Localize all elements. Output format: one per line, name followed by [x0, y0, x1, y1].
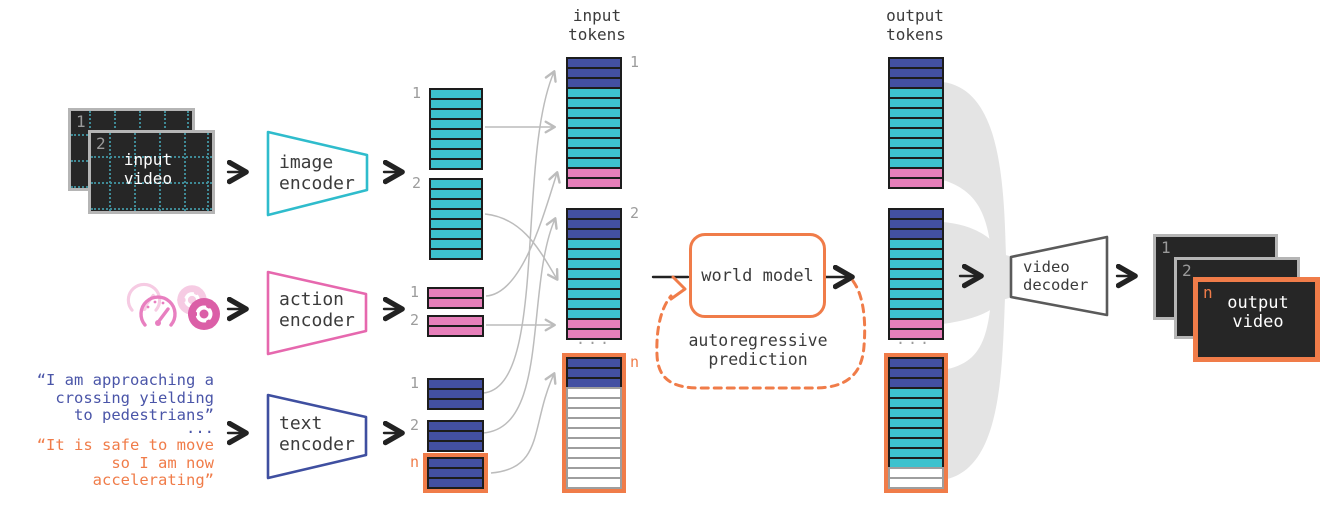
quotes-ellipsis: ...: [186, 419, 214, 437]
token-bar-white: [566, 477, 622, 489]
stack-label: 2: [412, 174, 422, 192]
input-tokens-header: input tokens: [568, 6, 626, 44]
token-stack-img1: 1: [412, 85, 483, 170]
token-stack-inn: n: [562, 353, 639, 493]
steering-wheel-icon: [188, 298, 220, 330]
speed-gauge-icon: [139, 295, 177, 327]
token-merge-ribbon: [943, 82, 1013, 480]
token-bar-cyan: [429, 158, 483, 170]
token-stack-in2: 2: [566, 205, 639, 340]
encoder-shapes: [266, 130, 1109, 480]
grid-line: [184, 133, 186, 211]
autoregressive-loop: [655, 275, 867, 390]
world-model-box: world model: [689, 233, 826, 318]
connector-arrows: [482, 70, 561, 474]
stack-label: 1: [410, 283, 420, 301]
token-bar-blue: [427, 440, 484, 452]
stack-label: 2: [410, 311, 420, 329]
text-encoder-label: text encoder: [279, 413, 355, 455]
text-prompt-1: “I am approaching a crossing yielding to…: [36, 371, 214, 424]
text-prompt-2: “It is safe to move so I am now accelera…: [36, 436, 214, 489]
token-stack-out2: [888, 208, 944, 340]
token-bar-pink: [566, 177, 622, 189]
video-decoder-label: video decoder: [1023, 258, 1089, 294]
token-bar-pink: [427, 297, 484, 309]
stack-label: 1: [410, 374, 420, 392]
stack-label: n: [410, 453, 420, 471]
token-stack-img2: 2: [412, 175, 483, 260]
stack-label: 2: [410, 416, 420, 434]
action-icons: [126, 282, 220, 330]
image-encoder-shape: [266, 130, 369, 217]
token-bar-pink: [888, 177, 944, 189]
image-encoder-label: image encoder: [279, 152, 355, 194]
frame-number: n: [1203, 283, 1213, 302]
token-stack-out1: [888, 57, 944, 189]
grid-line: [207, 133, 209, 211]
world-model-label: world model: [701, 265, 814, 286]
token-bar-cyan: [429, 248, 483, 260]
grid-line: [91, 208, 212, 210]
token-bar-pink: [888, 328, 944, 340]
input-video-frame-2: 2: [88, 130, 215, 214]
grid-line: [91, 156, 212, 158]
output-tokens-header: output tokens: [886, 6, 944, 44]
token-bar-blue: [427, 477, 484, 489]
frame-number: 2: [96, 134, 106, 153]
input-video-label: input video: [123, 150, 173, 188]
output-video-frame-n: n: [1193, 277, 1320, 362]
token-stack-txtn: n: [410, 453, 488, 493]
token-stack-txt1: 1: [410, 375, 484, 410]
token-stack-outn: [884, 353, 948, 493]
stack-label: 1: [412, 84, 422, 102]
token-stack-act1: 1: [410, 284, 484, 309]
flow-arrows: [226, 172, 1134, 433]
frame-number: 1: [1161, 238, 1171, 257]
token-stack-in1: 1: [566, 54, 639, 189]
stack-label: 1: [629, 53, 639, 71]
autoregressive-label: autoregressive prediction: [688, 331, 828, 369]
grid-line: [159, 133, 161, 211]
grid-line: [109, 133, 111, 211]
token-stack-txt2: 2: [410, 417, 484, 452]
token-bar-pink: [566, 328, 622, 340]
stack-label: 2: [629, 204, 639, 222]
grid-line: [134, 133, 136, 211]
stack-label: n: [629, 353, 639, 371]
token-bar-pink: [427, 325, 484, 337]
text-encoder-shape: [266, 393, 368, 480]
output-video-label: output video: [1227, 293, 1289, 332]
token-bar-blue: [427, 398, 484, 410]
action-encoder-label: action encoder: [279, 289, 355, 331]
token-stack-act2: 2: [410, 312, 484, 337]
frame-number: 1: [76, 112, 86, 131]
grid-line: [91, 182, 212, 184]
token-bar-white: [888, 477, 944, 489]
frame-number: 2: [1182, 261, 1192, 280]
action-encoder-shape: [266, 270, 368, 356]
video-decoder-shape: [1009, 235, 1109, 317]
